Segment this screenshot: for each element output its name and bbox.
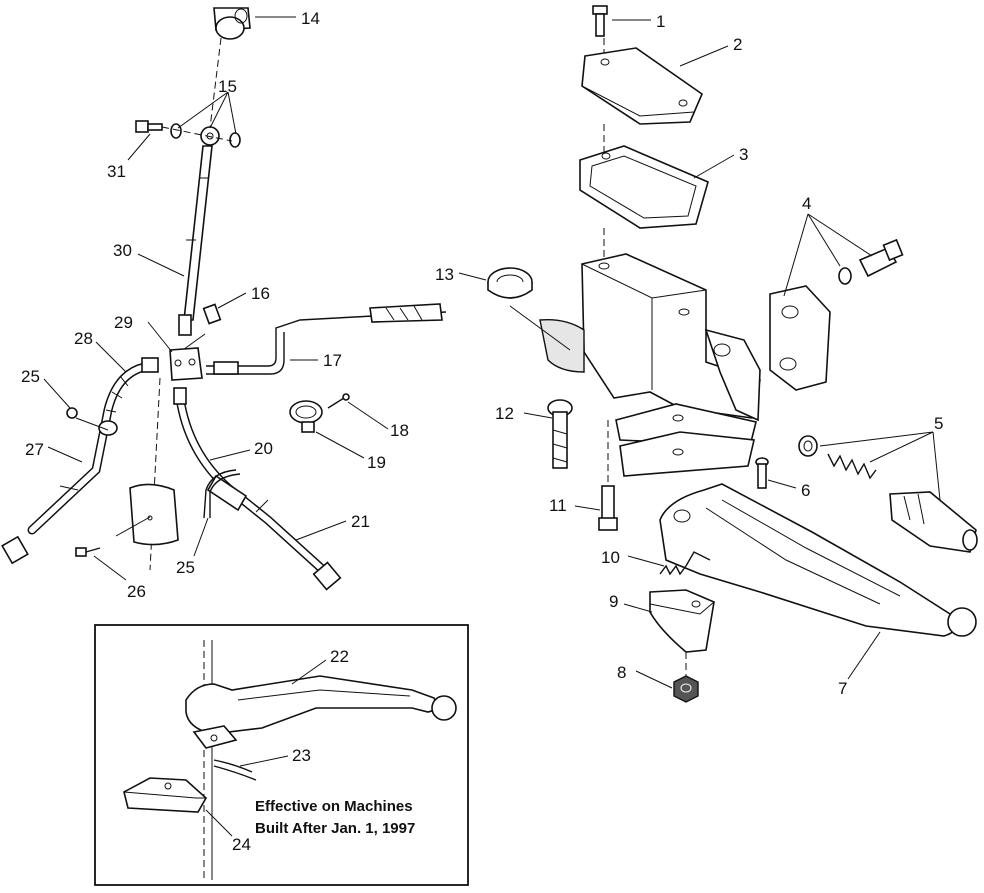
part-30-line (178, 145, 213, 336)
part-2-cover (581, 47, 703, 125)
callout-25-left: 25 (21, 367, 40, 386)
part-3-gasket (579, 145, 709, 229)
part-7-lever (659, 483, 977, 637)
part-5-spring (827, 453, 877, 480)
part-11-screw (598, 485, 618, 531)
callout-8: 8 (617, 663, 626, 682)
callout-13: 13 (435, 265, 454, 284)
part-12-screw (547, 399, 573, 469)
part-25-clip-left (66, 407, 109, 431)
inset-panel: Effective on Machines Built After Jan. 1… (94, 624, 469, 886)
callout-31: 31 (107, 162, 126, 181)
part-28-hose (27, 357, 159, 535)
callout-2: 2 (733, 35, 742, 54)
callout-20: 20 (254, 439, 273, 458)
leader-lines (43, 16, 941, 837)
part-10-spring (659, 551, 711, 576)
centerline-14 (209, 37, 222, 129)
callout-19: 19 (367, 453, 386, 472)
master-cylinder-body (539, 253, 761, 422)
part-22-lever (185, 675, 457, 735)
callout-16: 16 (251, 284, 270, 303)
callout-15: 15 (218, 77, 237, 96)
callout-5: 5 (934, 414, 943, 433)
part-8-nut (673, 675, 699, 703)
part-14-fitting (213, 7, 251, 40)
callout-29: 29 (114, 313, 133, 332)
part-19-clamp (289, 400, 323, 433)
callout-labels: 14 15 31 30 16 29 28 25 27 17 18 19 20 2… (21, 9, 943, 854)
part-20-21-hose (173, 387, 342, 591)
callout-17: 17 (323, 351, 342, 370)
callout-3: 3 (739, 145, 748, 164)
callout-22: 22 (330, 647, 349, 666)
centerline-15 (161, 126, 233, 142)
part-4-clamp (769, 285, 831, 391)
part-25-clip-centre (203, 469, 241, 519)
inset-note-line1: Effective on Machines (255, 798, 413, 815)
bracket-plates (615, 403, 757, 477)
callout-9: 9 (609, 592, 618, 611)
callout-1: 1 (656, 12, 665, 31)
callout-14: 14 (301, 9, 320, 28)
callout-10: 10 (601, 548, 620, 567)
part-24-block (123, 777, 208, 813)
part-18-screw (327, 393, 350, 409)
part-27-hose (1, 485, 79, 565)
part-6-pin (755, 457, 769, 489)
mounting-plate (129, 483, 179, 546)
part-4-washer (838, 267, 852, 285)
callout-26: 26 (127, 582, 146, 601)
callout-11: 11 (549, 496, 567, 515)
part-5-washer (798, 435, 818, 457)
callout-25-centre: 25 (176, 558, 195, 577)
callout-28: 28 (74, 329, 93, 348)
callout-27: 27 (25, 440, 44, 459)
callout-6: 6 (801, 481, 810, 500)
part-29-junction-block (169, 347, 203, 381)
part-13-boot (487, 267, 533, 299)
part-31-bolt (135, 120, 163, 133)
callout-18: 18 (390, 421, 409, 440)
leader-13 (509, 305, 571, 351)
callout-23: 23 (292, 746, 311, 765)
part-26-screw (75, 547, 101, 557)
inset-note-line2: Built After Jan. 1, 1997 (255, 820, 415, 837)
callout-7: 7 (838, 679, 847, 698)
callout-4: 4 (802, 194, 811, 213)
part-23-spring (192, 725, 257, 781)
master-cylinder-assembly (487, 5, 978, 703)
callout-21: 21 (351, 512, 370, 531)
part-17-hard-line (206, 303, 447, 375)
part-1-screw (592, 5, 608, 37)
callout-12: 12 (495, 404, 514, 423)
part-5-piston (889, 491, 978, 553)
callout-24: 24 (232, 835, 251, 854)
part-4-bolt (858, 238, 904, 278)
hose-assembly (1, 7, 447, 591)
callout-30: 30 (113, 241, 132, 260)
part-9-block (649, 589, 715, 653)
